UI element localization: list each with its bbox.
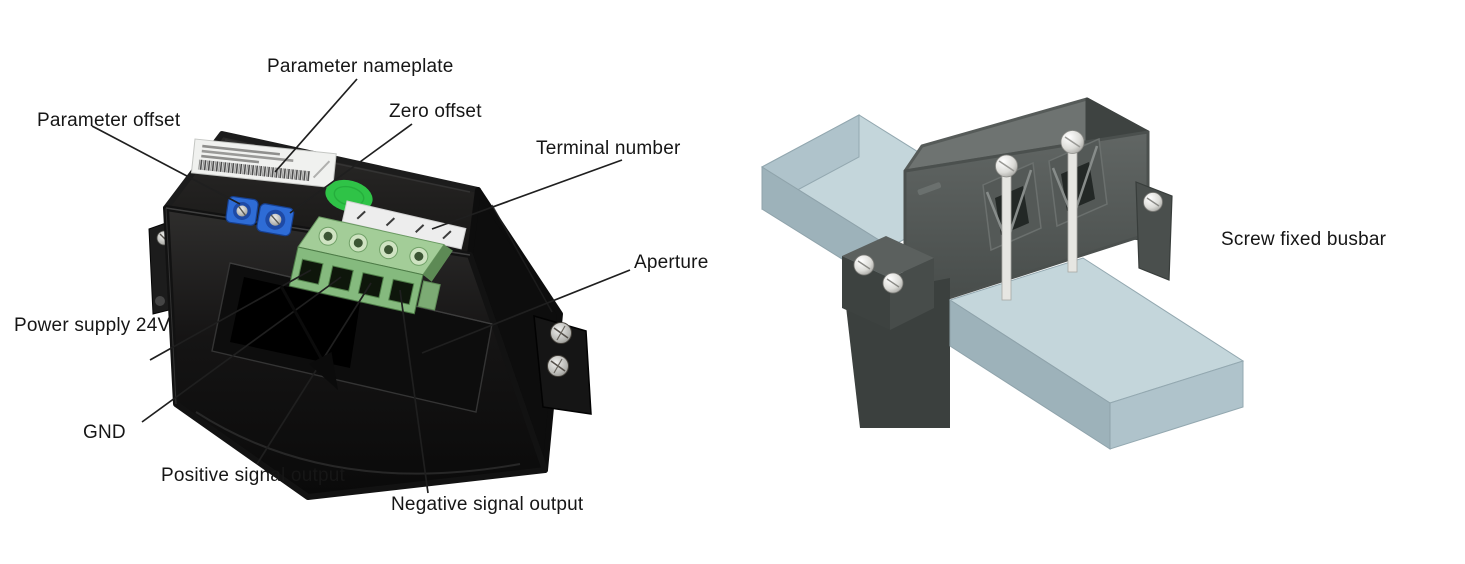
current-sensor-photo xyxy=(148,131,592,500)
right-mounting-tab xyxy=(533,314,592,415)
callout-label-parameter-nameplate: Parameter nameplate xyxy=(267,56,454,77)
callout-label-terminal-number: Terminal number xyxy=(536,138,681,159)
terminal-wire-slots xyxy=(297,258,415,306)
fixing-screw-left xyxy=(995,154,1018,301)
fixing-screw-right xyxy=(1060,130,1085,273)
callout-line-negative-output xyxy=(399,289,429,494)
callout-line-zero-offset xyxy=(289,123,413,214)
callout-line-parameter-nameplate xyxy=(274,78,358,173)
callout-line-gnd xyxy=(141,276,342,423)
installed-sensor-illustration xyxy=(761,97,1245,450)
current-direction-arrow xyxy=(279,285,338,390)
callout-line-positive-output xyxy=(256,282,372,465)
callout-line-parameter-offset xyxy=(91,125,241,205)
installed-left-tab xyxy=(842,236,934,330)
busbar-front-segment xyxy=(948,257,1245,450)
terminal-block xyxy=(288,216,453,315)
callout-label-zero-offset: Zero offset xyxy=(389,101,482,122)
zero-offset-potentiometer xyxy=(256,203,295,237)
callout-label-positive-output: Positive signal output xyxy=(161,465,345,486)
callout-lines xyxy=(91,78,631,494)
caption-screw-fixed-busbar: Screw fixed busbar xyxy=(1221,229,1387,250)
callout-label-negative-output: Negative signal output xyxy=(391,494,584,515)
callout-label-parameter-offset: Parameter offset xyxy=(37,110,181,131)
callout-line-aperture xyxy=(421,269,631,354)
parameter-offset-potentiometer xyxy=(225,196,259,226)
brand-mark xyxy=(917,182,942,196)
terminal-screws xyxy=(318,226,429,266)
parameter-nameplate-sticker xyxy=(190,138,337,189)
installed-right-tab xyxy=(1135,181,1173,281)
callout-label-gnd: GND xyxy=(83,422,126,443)
callout-label-aperture: Aperture xyxy=(634,252,709,273)
callout-label-power-supply: Power supply 24V xyxy=(14,315,171,336)
callout-line-power-supply xyxy=(149,269,312,361)
callout-line-terminal-number xyxy=(431,159,623,230)
